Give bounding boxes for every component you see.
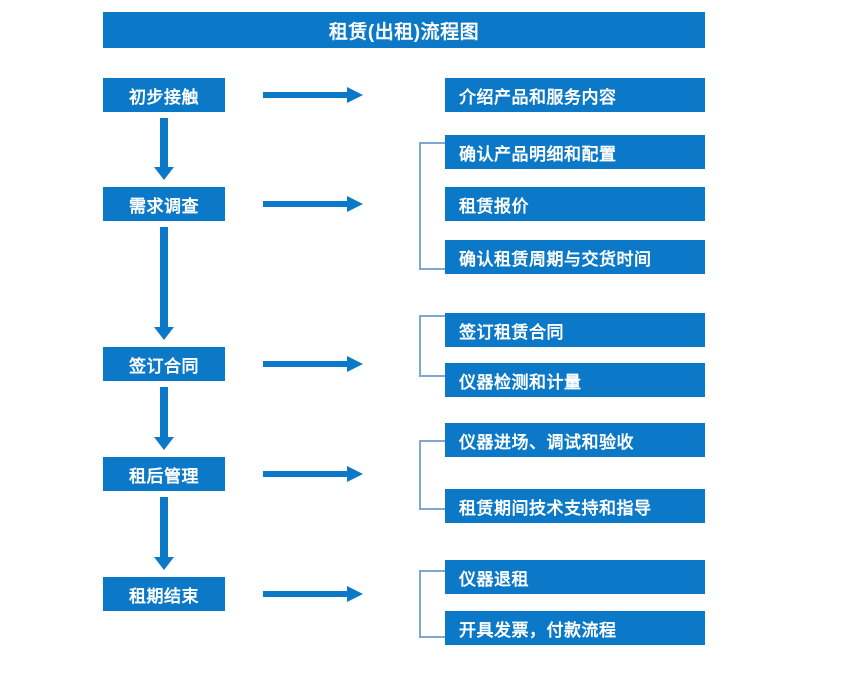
detail-box-instrument-installation[interactable]: 仪器进场、调试和验收 (445, 423, 705, 457)
detail-box-rental-quotation[interactable]: 租赁报价 (445, 187, 705, 221)
vertical-arrow-4 (154, 497, 174, 571)
stage-box-rental-end[interactable]: 租期结束 (103, 577, 225, 611)
detail-box-introduce-products[interactable]: 介绍产品和服务内容 (445, 78, 705, 112)
vertical-arrow-1 (154, 118, 174, 180)
detail-box-technical-support[interactable]: 租赁期间技术支持和指导 (445, 489, 705, 523)
detail-box-instrument-inspection[interactable]: 仪器检测和计量 (445, 363, 705, 397)
horizontal-arrow-3 (263, 355, 363, 373)
detail-box-confirm-rental-period[interactable]: 确认租赁周期与交货时间 (445, 240, 705, 274)
bracket-connector-sign-contract (419, 315, 445, 377)
detail-box-confirm-product-details[interactable]: 确认产品明细和配置 (445, 135, 705, 169)
bracket-connector-requirement-survey (419, 142, 445, 270)
vertical-arrow-2 (154, 227, 174, 341)
stage-box-requirement-survey[interactable]: 需求调查 (103, 187, 225, 221)
detail-box-sign-rental-contract[interactable]: 签订租赁合同 (445, 313, 705, 347)
stage-box-sign-contract[interactable]: 签订合同 (103, 347, 225, 381)
stage-box-post-rental-management[interactable]: 租后管理 (103, 457, 225, 491)
horizontal-arrow-5 (263, 585, 363, 603)
diagram-title: 租赁(出租)流程图 (103, 12, 705, 48)
stage-box-initial-contact[interactable]: 初步接触 (103, 78, 225, 112)
bracket-connector-rental-end (419, 570, 445, 638)
detail-box-instrument-return[interactable]: 仪器退租 (445, 560, 705, 594)
horizontal-arrow-4 (263, 465, 363, 483)
horizontal-arrow-2 (263, 195, 363, 213)
vertical-arrow-3 (154, 387, 174, 451)
bracket-connector-post-rental-management (419, 440, 445, 510)
detail-box-invoice-payment[interactable]: 开具发票，付款流程 (445, 611, 705, 645)
horizontal-arrow-1 (263, 86, 363, 104)
